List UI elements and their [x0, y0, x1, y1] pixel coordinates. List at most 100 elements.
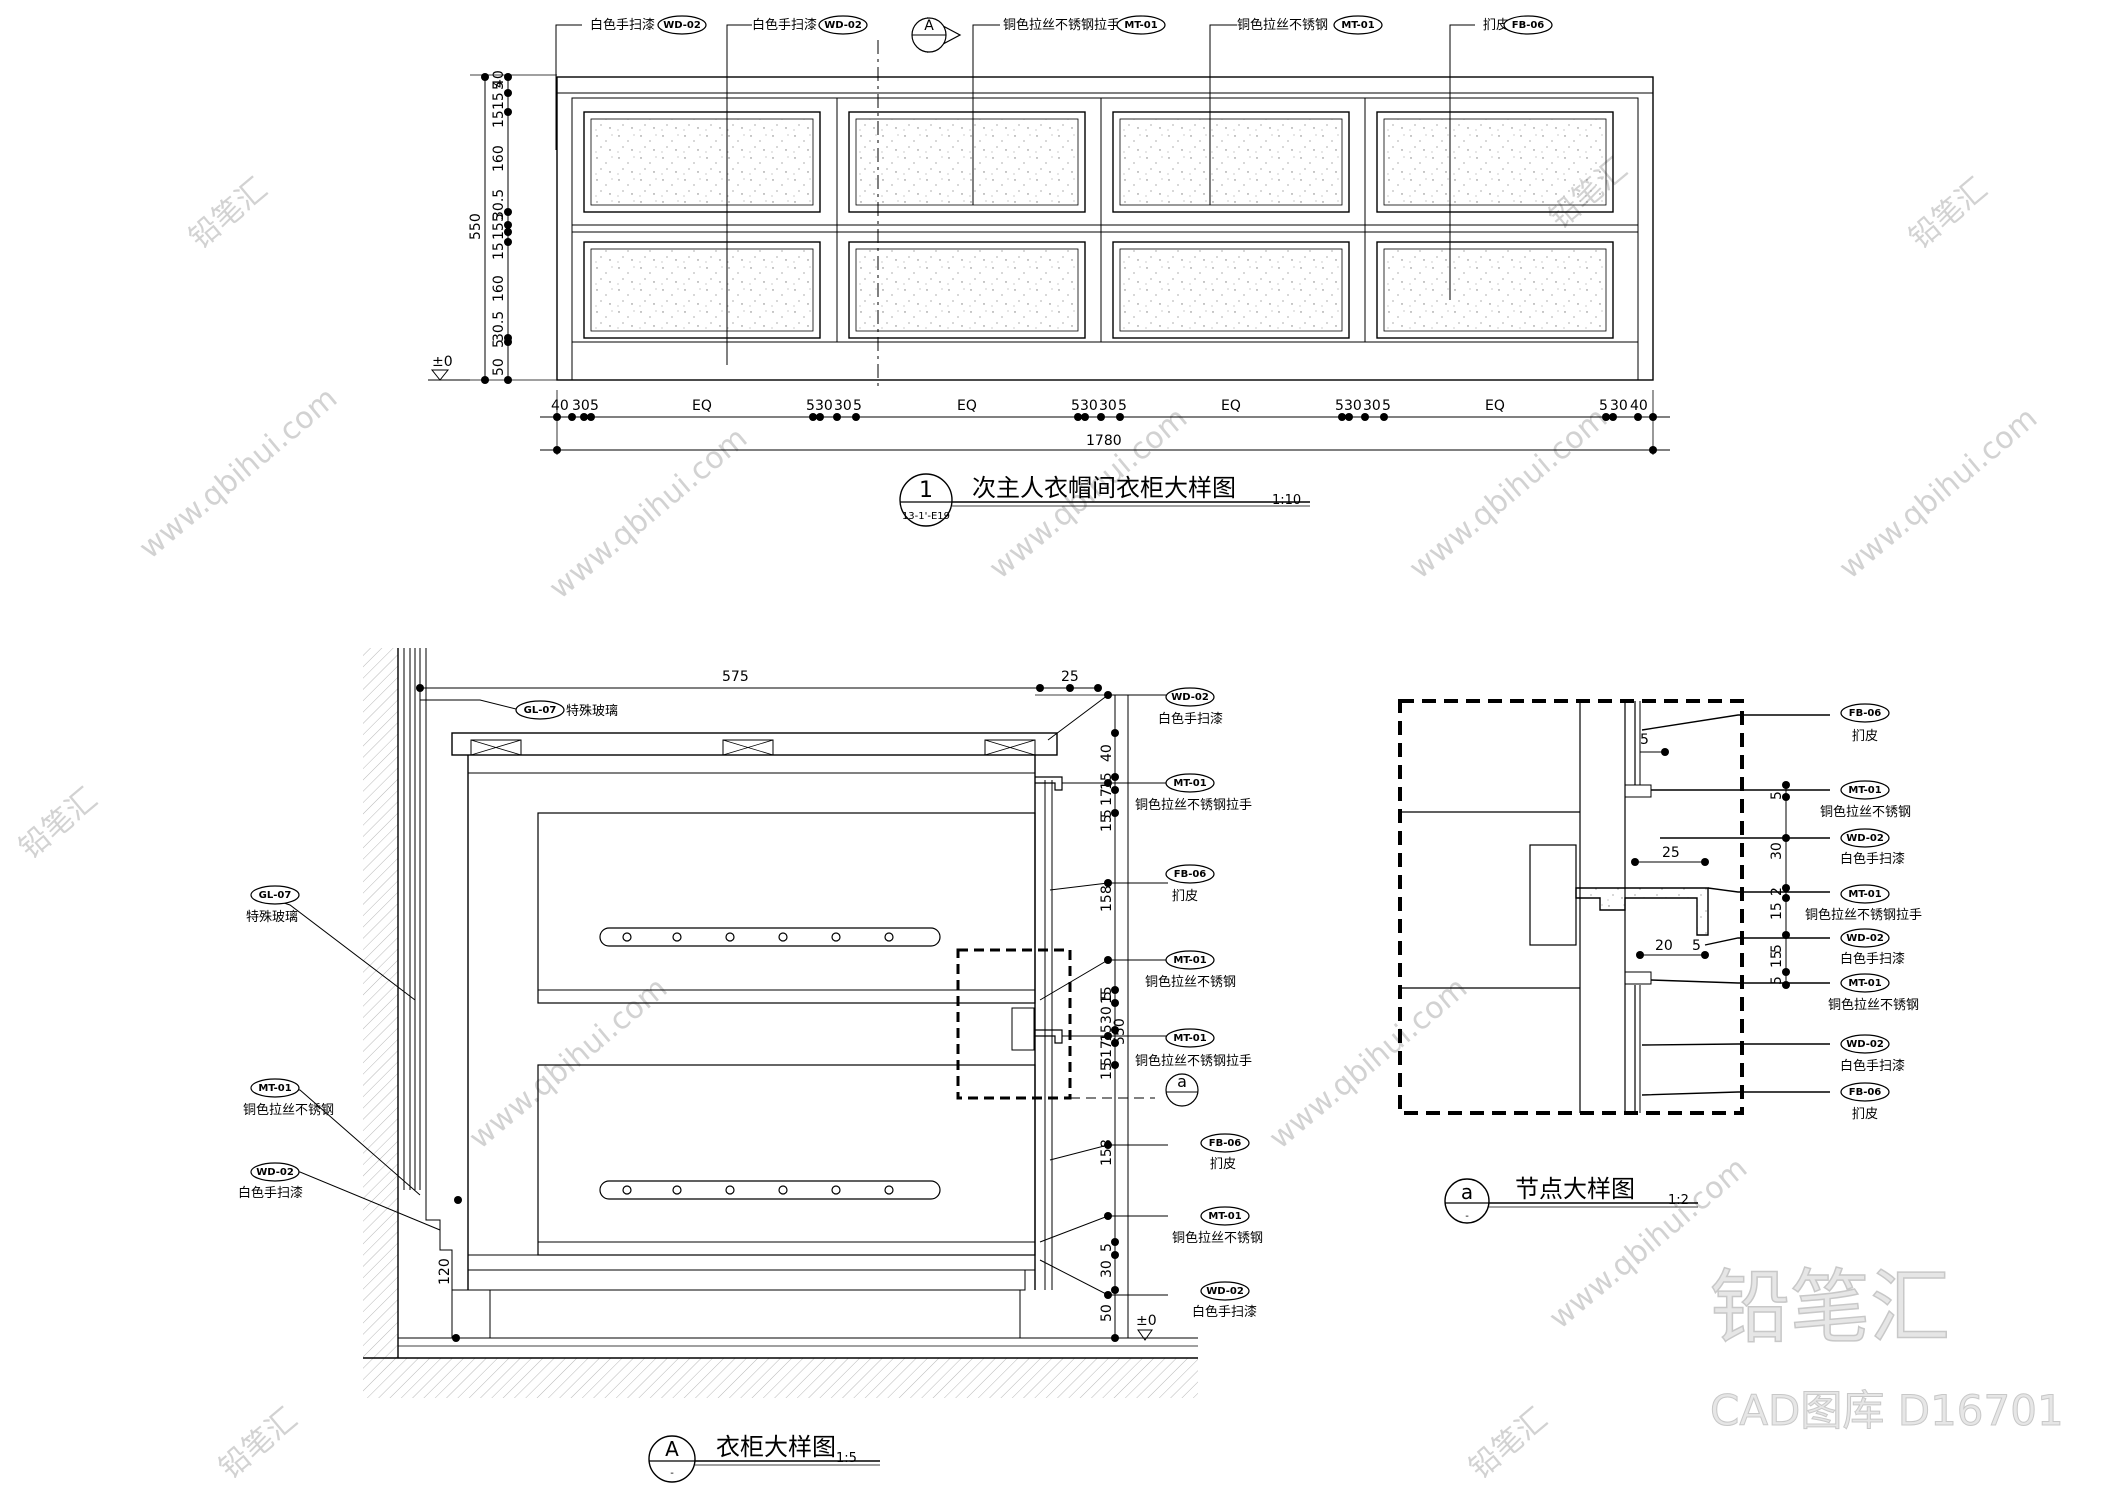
dim-total: 1780 [1086, 433, 1122, 449]
svg-text:铜色拉丝不锈钢: 铜色拉丝不锈钢 [1820, 804, 1911, 820]
dim-v: 50 [491, 358, 507, 376]
dim-h: 5 [590, 398, 599, 414]
svg-text:铜色拉丝不锈钢: 铜色拉丝不锈钢 [1828, 997, 1919, 1013]
svg-text:FB-06: FB-06 [1174, 869, 1207, 880]
page-title: 次主人衣帽间衣柜大样图 [972, 474, 1236, 502]
section-label-right-1: WD-02 白色手扫漆 [1158, 687, 1223, 727]
svg-text:25: 25 [1662, 845, 1680, 861]
watermark-brand: 铅笔汇 [183, 171, 274, 256]
dim-v: 160 [491, 275, 507, 302]
svg-text:白色手扫漆: 白色手扫漆 [1840, 851, 1905, 867]
dim-v: 15 [491, 92, 507, 110]
svg-text:5: 5 [1692, 938, 1701, 954]
elevation-dims-horizontal: 40 30 5 EQ 5 30 30 5 EQ 5 30 30 5 EQ 5 3… [551, 398, 1648, 449]
svg-text:MT-01: MT-01 [1848, 785, 1881, 796]
svg-text:30: 30 [1769, 842, 1785, 860]
dim-v-total: 550 [468, 213, 484, 240]
svg-text:5: 5 [1640, 732, 1649, 748]
svg-text:WD-02: WD-02 [663, 20, 701, 31]
dim-h: 5 [1118, 398, 1127, 414]
dim-h: 40 [551, 398, 569, 414]
section-callout-symbol: A [911, 17, 962, 53]
dim-h: 5 [1071, 398, 1080, 414]
dim-v: 160 [491, 145, 507, 172]
svg-text:-: - [670, 1468, 674, 1479]
level-mark: ±0 [432, 354, 453, 370]
svg-text:WD-02: WD-02 [824, 20, 862, 31]
node-label-8: FB-06 扪皮 [1840, 1082, 1890, 1122]
lower-panels [583, 241, 1614, 339]
node-dim-ticks [1631, 748, 1790, 989]
dim-h: 5 [1335, 398, 1344, 414]
svg-text:铜色拉丝不锈钢拉手: 铜色拉丝不锈钢拉手 [1135, 797, 1252, 813]
section-label-left-1: GL-07 特殊玻璃 [246, 885, 300, 925]
svg-text:5: 5 [1769, 944, 1785, 953]
svg-text:白色手扫漆: 白色手扫漆 [238, 1185, 303, 1201]
dim-v: 40 [491, 70, 507, 88]
svg-text:扪皮: 扪皮 [1172, 889, 1198, 904]
svg-text:15: 15 [1099, 1062, 1115, 1080]
svg-text:白色手扫漆: 白色手扫漆 [1840, 1058, 1905, 1074]
svg-text:铜色拉丝不锈钢拉手: 铜色拉丝不锈钢拉手 [1805, 907, 1922, 923]
svg-text:30: 30 [1099, 1006, 1115, 1024]
svg-text:扪皮: 扪皮 [1210, 1157, 1236, 1172]
svg-text:a: a [1461, 1180, 1473, 1204]
dim-v: 30.5 [491, 311, 507, 342]
svg-text:WD-02: WD-02 [1846, 933, 1884, 944]
node-label-7: WD-02 白色手扫漆 [1840, 1034, 1905, 1074]
node-label-3: WD-02 白色手扫漆 [1840, 828, 1905, 867]
svg-text:FB-06: FB-06 [1849, 708, 1882, 719]
svg-text:40: 40 [1099, 744, 1115, 762]
section-label-top: GL-07 特殊玻璃 [515, 700, 618, 720]
node-callout-symbol: a [1070, 1072, 1199, 1107]
node-detail-view [1398, 699, 1830, 1115]
dim-h: 30 [1099, 398, 1117, 414]
dim-top: 575 [722, 669, 749, 685]
section-view [363, 648, 1198, 1398]
section-label-left-2: MT-01 铜色拉丝不锈钢 [243, 1078, 334, 1118]
dim-h: 30 [815, 398, 833, 414]
svg-text:17: 17 [1099, 788, 1115, 806]
dim-h: 5 [1382, 398, 1391, 414]
svg-text:MT-01: MT-01 [1173, 778, 1206, 789]
svg-text:铜色拉丝不锈钢拉手: 铜色拉丝不锈钢拉手 [1135, 1053, 1252, 1069]
svg-text:白色手扫漆: 白色手扫漆 [590, 17, 655, 33]
elevation-label-4: 铜色拉丝不锈钢 MT-01 [1237, 15, 1383, 35]
svg-text:15: 15 [1769, 950, 1785, 968]
svg-text:a: a [1177, 1072, 1187, 1091]
svg-text:A: A [924, 18, 934, 34]
dim-h: 5 [853, 398, 862, 414]
svg-text:5: 5 [1099, 809, 1115, 818]
svg-text:5: 5 [1099, 1243, 1115, 1252]
dim-h: 30 [1610, 398, 1628, 414]
node-label-4: MT-01 铜色拉丝不锈钢拉手 [1805, 884, 1922, 923]
upper-panels [583, 111, 1614, 213]
svg-text:MT-01: MT-01 [1124, 20, 1157, 31]
watermark-url: www.qbihui.com [463, 971, 675, 1156]
section-label-right-8: WD-02 白色手扫漆 [1192, 1281, 1257, 1320]
svg-text:A: A [665, 1437, 679, 1461]
svg-text:5: 5 [1099, 991, 1115, 1000]
svg-text:MT-01: MT-01 [1173, 955, 1206, 966]
svg-text:特殊玻璃: 特殊玻璃 [566, 704, 618, 719]
svg-text:15: 15 [1099, 986, 1115, 1004]
svg-text:5: 5 [1769, 976, 1785, 985]
section-label-right-4: MT-01 铜色拉丝不锈钢 [1145, 950, 1236, 990]
elevation-label-3: 铜色拉丝不锈钢拉手 MT-01 [1003, 15, 1166, 35]
svg-text:WD-02: WD-02 [1846, 1039, 1884, 1050]
node-title: 节点大样图 [1515, 1175, 1635, 1203]
node-label-6: MT-01 铜色拉丝不锈钢 [1828, 973, 1919, 1013]
elevation-dim-ticks [481, 73, 1657, 454]
section-label-left-3: WD-02 白色手扫漆 [238, 1162, 303, 1201]
dim-v: 15 [491, 110, 507, 128]
dim-h: 5 [1599, 398, 1608, 414]
dim-v: 5 [491, 213, 507, 222]
svg-text:白色手扫漆: 白色手扫漆 [1192, 1304, 1257, 1320]
dim-v: 15 [491, 242, 507, 260]
watermark-url: www.qbihui.com [1833, 401, 2045, 586]
dim-h: EQ [957, 398, 977, 414]
svg-text:WD-02: WD-02 [1206, 1286, 1244, 1297]
svg-text:158: 158 [1099, 885, 1115, 912]
